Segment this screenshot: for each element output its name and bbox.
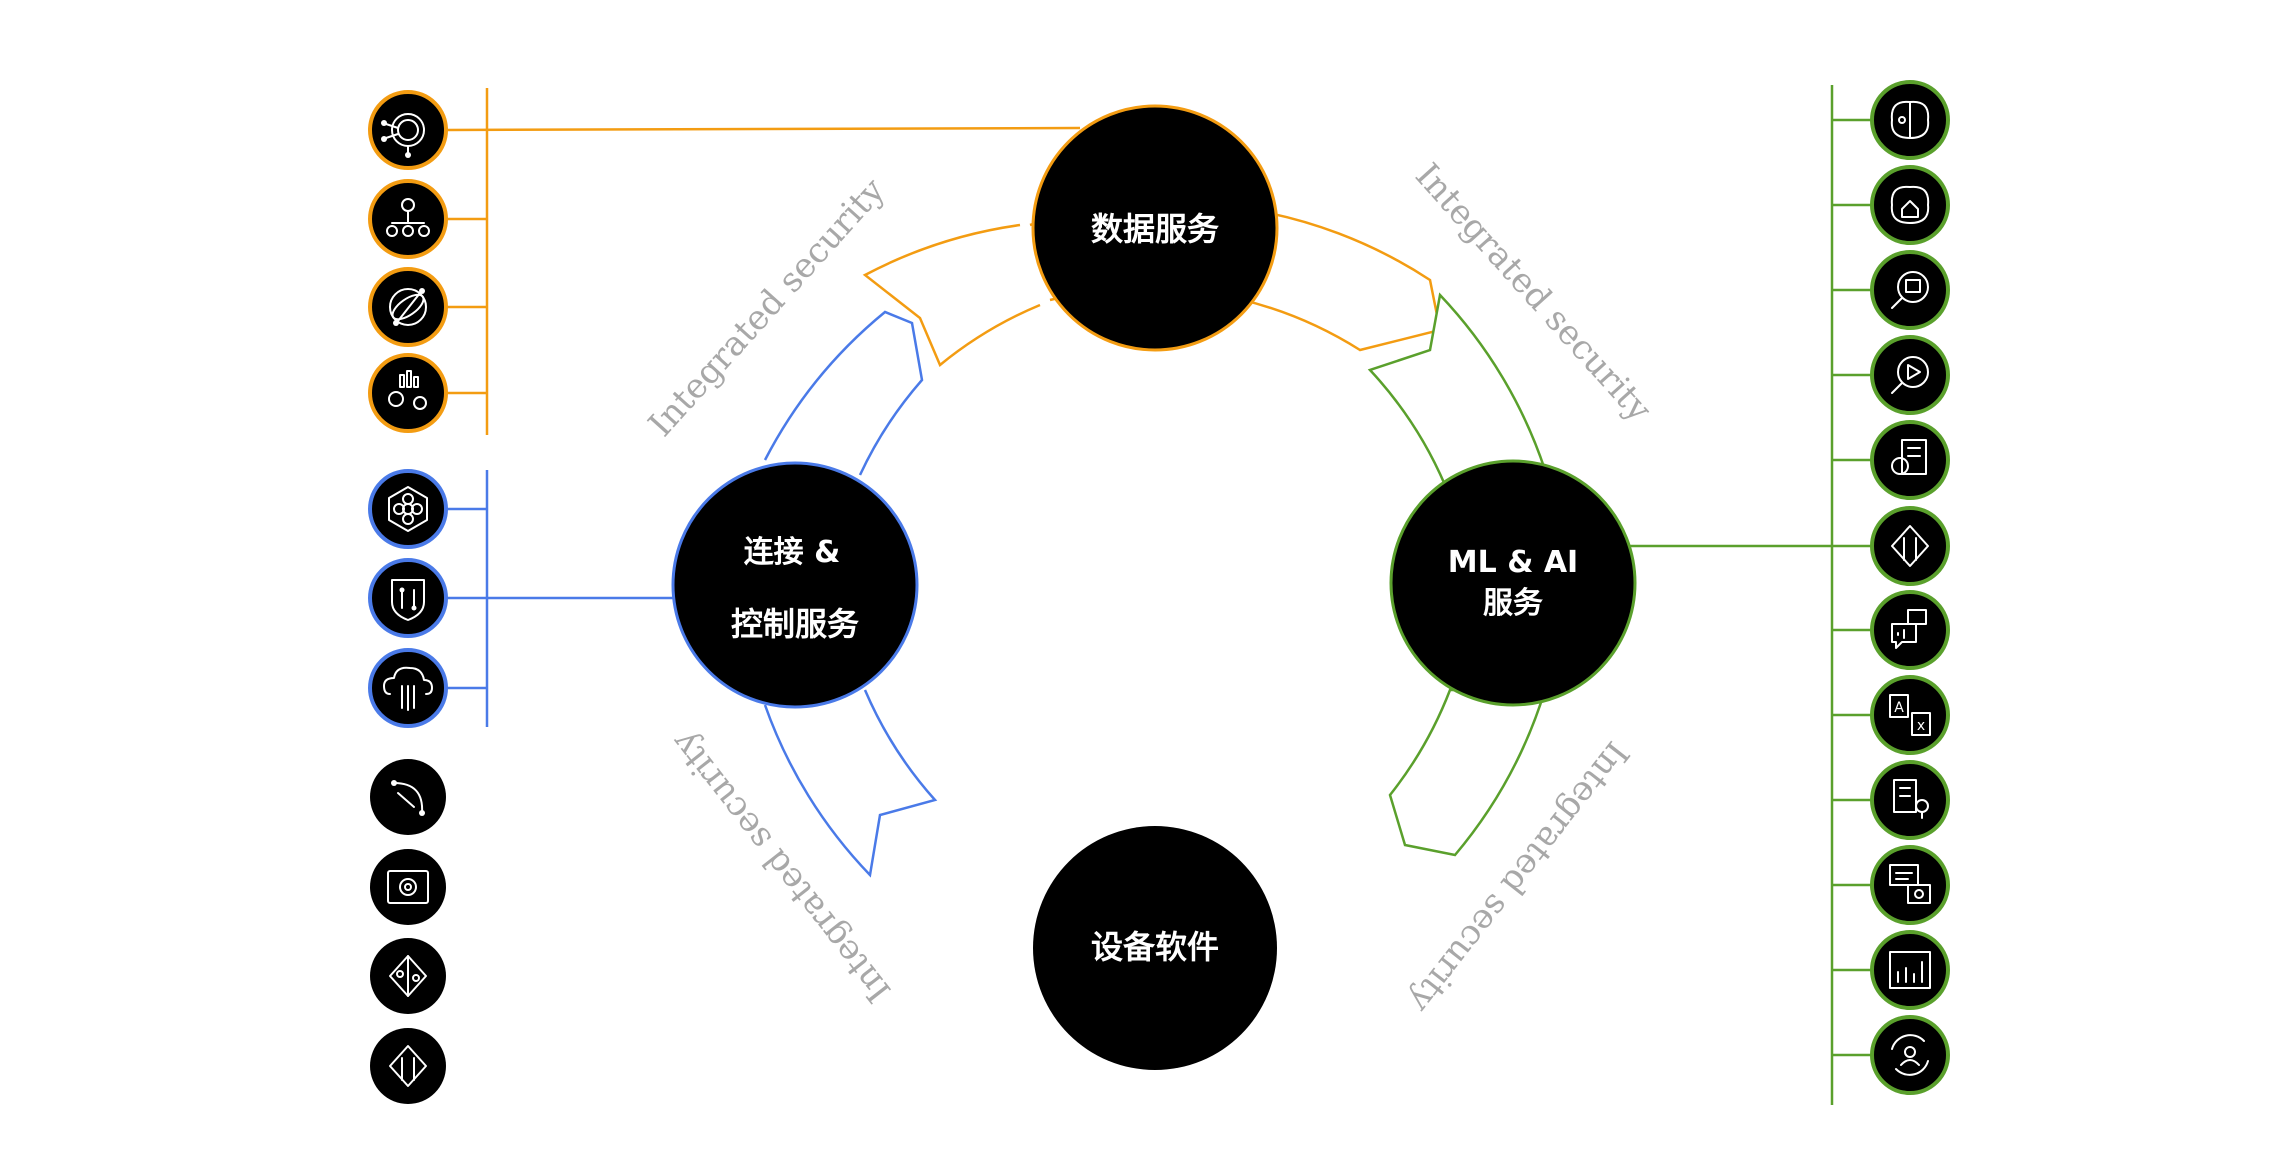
connect-arrow-lower xyxy=(763,689,938,878)
data-services-hub: 数据服务 xyxy=(1031,104,1279,352)
connect-label-line1: 连接 & xyxy=(744,535,841,570)
bar-chart-up-icon xyxy=(1870,930,1950,1010)
ml-connectors xyxy=(1630,85,1872,1105)
magnifier-video-icon xyxy=(1870,335,1950,415)
svg-text:A: A xyxy=(1894,700,1904,716)
user-cycle-icon xyxy=(1870,1015,1950,1095)
circuit-diamond-ml-icon xyxy=(1870,506,1950,586)
device-software-hub: 设备软件 xyxy=(1033,826,1277,1070)
device-software-label: 设备软件 xyxy=(1091,928,1219,966)
data-services-label: 数据服务 xyxy=(1091,210,1219,248)
document-bulb-icon xyxy=(1870,760,1950,840)
document-sync-icon xyxy=(1870,420,1950,500)
circuit-diamond-alt-icon xyxy=(370,1028,446,1104)
ml-label-line2: 服务 xyxy=(1483,586,1543,621)
brain-home-icon xyxy=(1870,165,1950,245)
data-services-arrow-tail xyxy=(862,223,1041,368)
connect-control-hub: 连接 & 控制服务 xyxy=(671,461,919,709)
magnifier-image-icon xyxy=(1870,250,1950,330)
ml-ai-hub: ML & AI 服务 xyxy=(1389,459,1637,707)
brain-circuit-icon xyxy=(1870,80,1950,160)
chat-gear-icon xyxy=(1870,845,1950,925)
chart-gears-icon xyxy=(368,353,448,433)
chip-gear-icon xyxy=(370,849,446,925)
translate-icon: A x xyxy=(1870,675,1950,755)
data-connectors xyxy=(444,88,1081,435)
connect-connectors xyxy=(445,470,675,727)
connect-arrow-upper xyxy=(763,310,924,476)
hexagon-flower-icon xyxy=(368,469,448,549)
orbit-nodes-icon xyxy=(368,90,448,170)
ml-arrow-lower xyxy=(1388,688,1547,857)
chat-audio-icon xyxy=(1870,590,1950,670)
svg-text:x: x xyxy=(1917,718,1925,734)
circuit-diamond-icon xyxy=(370,938,446,1014)
cloud-circuit-icon xyxy=(368,648,448,728)
connect-label-line2: 控制服务 xyxy=(731,605,859,643)
ml-label-line1: ML & AI xyxy=(1448,545,1578,580)
shield-circuit-icon xyxy=(368,558,448,638)
hierarchy-network-icon xyxy=(368,179,448,259)
globe-network-icon xyxy=(368,267,448,347)
node-arc-icon xyxy=(370,759,446,835)
